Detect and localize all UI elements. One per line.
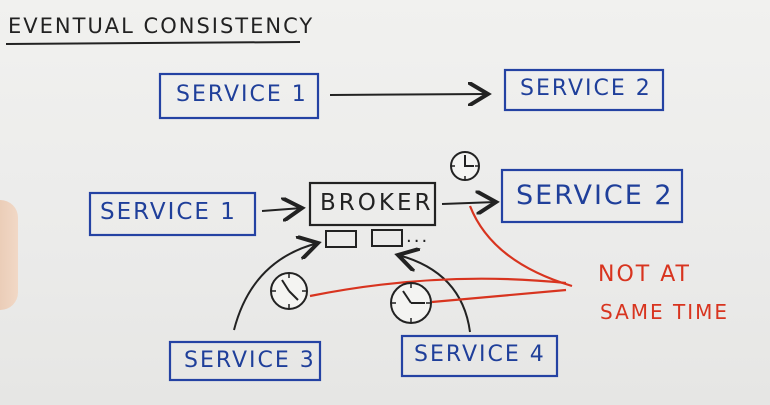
box-mid-service-1 [88, 191, 257, 237]
box-mid-service-2 [500, 168, 684, 224]
queue-ellipsis: ... [406, 226, 430, 247]
queue-box-2 [371, 229, 403, 247]
queue-box-1 [325, 230, 357, 248]
arrow-service3-broker [233, 243, 318, 331]
box-service-3 [168, 340, 322, 382]
clock-icon [390, 282, 432, 324]
mid-service-2-label: SERVICE 2 [516, 180, 674, 211]
top-service-1-label: SERVICE 1 [176, 82, 308, 107]
red-line-clock-left [309, 277, 567, 298]
box-service-4 [400, 334, 559, 378]
clock-icon [450, 151, 480, 181]
hand-edge [0, 200, 18, 310]
arrow-top [329, 94, 488, 95]
note-line-1: NOT AT [598, 262, 691, 287]
red-line-service2 [468, 205, 573, 288]
page-title: EVENTUAL CONSISTENCY [8, 14, 315, 38]
top-service-2-label: SERVICE 2 [520, 76, 652, 101]
service-4-label: SERVICE 4 [414, 342, 546, 367]
arrow-service4-broker [398, 255, 471, 333]
box-top-service-1 [158, 72, 320, 120]
clock-icon [270, 272, 308, 310]
arrow-service1-broker [261, 208, 302, 211]
service-3-label: SERVICE 3 [184, 348, 316, 373]
arrow-broker-service2 [441, 202, 496, 204]
title-underline [5, 41, 301, 45]
box-broker [308, 181, 437, 227]
red-line-clock-right [431, 288, 567, 304]
mid-service-1-label: SERVICE 1 [100, 199, 237, 225]
broker-label: BROKER [320, 190, 434, 216]
box-top-service-2 [503, 68, 665, 112]
note-line-2: SAME TIME [600, 300, 730, 324]
